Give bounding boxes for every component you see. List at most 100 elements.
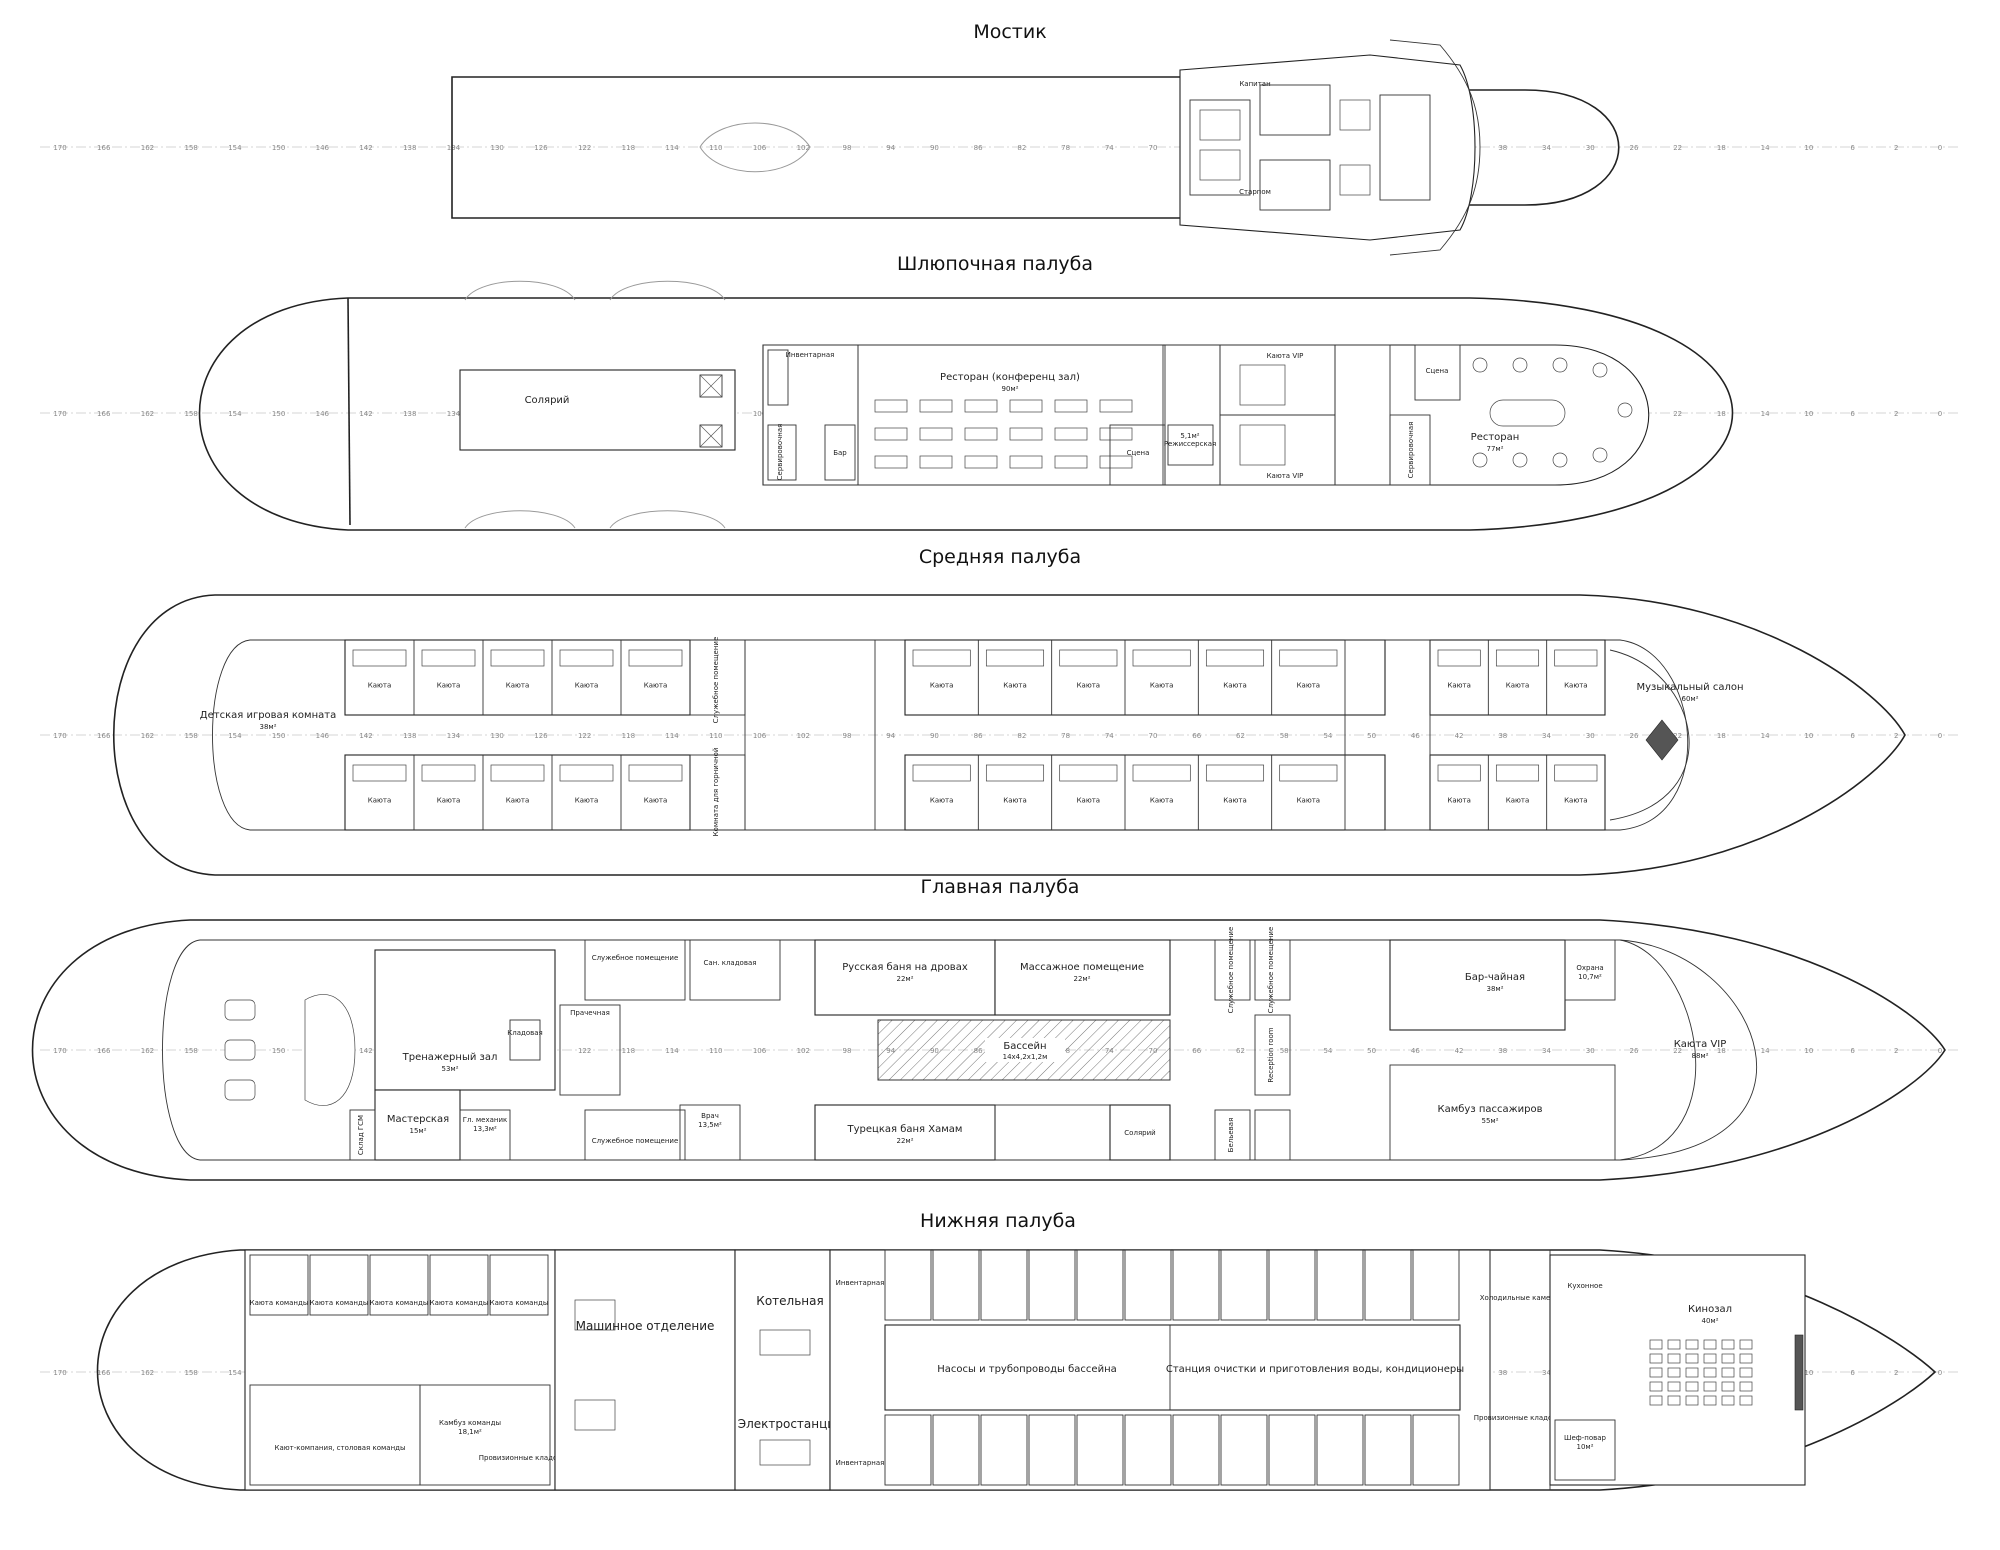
cabin-label: Каюта bbox=[1223, 682, 1247, 690]
frame-number: 0 bbox=[1938, 410, 1942, 418]
frame-number: 6 bbox=[1850, 732, 1855, 740]
label-serving: Сервировочная bbox=[776, 424, 784, 481]
cabin-label: Каюта bbox=[1506, 682, 1530, 690]
label-russian-bath-area: 22м² bbox=[897, 975, 914, 983]
cabin-bed bbox=[421, 764, 476, 782]
cinema-seat bbox=[1685, 1353, 1699, 1364]
label-solarium: Солярий bbox=[525, 395, 570, 406]
frame-number: 102 bbox=[797, 1047, 810, 1055]
lower-cabin bbox=[1076, 1414, 1124, 1486]
tender-2 bbox=[224, 1039, 256, 1061]
round-table bbox=[1592, 362, 1608, 378]
frame-number: 110 bbox=[709, 1047, 722, 1055]
label-inventory: Инвентарная bbox=[786, 351, 835, 359]
cabin-bed bbox=[628, 649, 683, 667]
frame-number: 142 bbox=[359, 1047, 372, 1055]
engine-room bbox=[554, 1249, 736, 1491]
label-crew-galley: Камбуз команды bbox=[439, 1419, 501, 1427]
cabin-bed bbox=[1554, 764, 1598, 782]
label-stage-fwd: Сцена bbox=[1426, 367, 1449, 375]
frame-number: 6 bbox=[1850, 410, 1855, 418]
frame-number: 158 bbox=[184, 410, 197, 418]
frame-number: 94 bbox=[886, 144, 895, 152]
label-engine-room: Машинное отделение bbox=[576, 1319, 715, 1333]
label-hammam: Турецкая баня Хамам bbox=[847, 1124, 963, 1135]
lower-cabin bbox=[980, 1414, 1028, 1486]
lower-cabin bbox=[1028, 1249, 1076, 1321]
cabin-bed bbox=[559, 649, 614, 667]
bridge-console bbox=[1189, 99, 1251, 196]
cabin-label: Каюта bbox=[1564, 797, 1588, 805]
frame-number: 114 bbox=[665, 732, 679, 740]
laundry bbox=[559, 1004, 621, 1096]
fwd-serving bbox=[1389, 414, 1431, 486]
frame-number: 0 bbox=[1938, 144, 1942, 152]
frame-number: 42 bbox=[1455, 1047, 1464, 1055]
frame-number: 118 bbox=[622, 144, 635, 152]
service-fwd-2 bbox=[1254, 939, 1291, 1001]
cabin-label: Каюта bbox=[368, 682, 392, 690]
frame-number: 150 bbox=[272, 732, 285, 740]
reception-room bbox=[1254, 1014, 1291, 1096]
frame-number: 146 bbox=[316, 732, 330, 740]
label-restaurant-area: 77м² bbox=[1487, 445, 1504, 453]
frame-number: 46 bbox=[1411, 1047, 1420, 1055]
frame-number: 102 bbox=[797, 144, 810, 152]
cinema-seat bbox=[1685, 1367, 1699, 1378]
frame-number: 30 bbox=[1586, 144, 1595, 152]
cinema-seat bbox=[1739, 1395, 1753, 1406]
table bbox=[964, 427, 998, 441]
cabin-bed bbox=[1205, 764, 1265, 782]
passenger-galley bbox=[1389, 1064, 1616, 1161]
frame-number: 166 bbox=[97, 410, 111, 418]
lower-cabin bbox=[1364, 1249, 1412, 1321]
mech-cabin bbox=[459, 1109, 511, 1161]
frame-number: 162 bbox=[141, 144, 154, 152]
frame-number: 158 bbox=[184, 732, 197, 740]
frame-number: 14 bbox=[1761, 1047, 1770, 1055]
conference-restaurant bbox=[857, 344, 1164, 486]
engine-1 bbox=[574, 1299, 616, 1331]
doctor-room bbox=[679, 1104, 741, 1161]
frame-number: 54 bbox=[1323, 732, 1332, 740]
cinema-seat bbox=[1703, 1339, 1717, 1350]
round-table bbox=[1552, 357, 1568, 373]
frame-number: 82 bbox=[1017, 732, 1026, 740]
frame-number: 90 bbox=[930, 732, 939, 740]
frame-number: 170 bbox=[53, 1047, 66, 1055]
lower-cabin bbox=[1316, 1249, 1364, 1321]
cinema-seat bbox=[1703, 1381, 1717, 1392]
cabin-bed bbox=[985, 764, 1045, 782]
frame-number: 6 bbox=[1850, 1369, 1855, 1377]
label-inventory-fwd: Инвентарная bbox=[836, 1459, 885, 1467]
label-hammam-area: 22м² bbox=[897, 1137, 914, 1145]
frame-number: 74 bbox=[1105, 732, 1114, 740]
chef-cabin bbox=[1554, 1419, 1616, 1481]
crew-cabin-label: Каюта команды bbox=[370, 1299, 429, 1307]
frame-number: 142 bbox=[359, 144, 372, 152]
lower-cabin bbox=[1316, 1414, 1364, 1486]
frame-number: 146 bbox=[316, 410, 330, 418]
crew-cabin bbox=[489, 1254, 549, 1316]
cinema-seat bbox=[1721, 1381, 1735, 1392]
tender-3 bbox=[224, 1079, 256, 1101]
label-chef-area: 10м² bbox=[1577, 1443, 1594, 1451]
cabin-bed bbox=[1437, 649, 1481, 667]
table bbox=[1054, 427, 1088, 441]
frame-number: 114 bbox=[665, 144, 679, 152]
frame-number: 170 bbox=[53, 410, 66, 418]
lower-cabin bbox=[1220, 1249, 1268, 1321]
lower-cabin bbox=[884, 1414, 932, 1486]
cinema-seat bbox=[1685, 1381, 1699, 1392]
wc-2 bbox=[1339, 164, 1371, 196]
conference-tables bbox=[874, 399, 1133, 469]
lower-cabin bbox=[1268, 1414, 1316, 1486]
frame-number: 2 bbox=[1894, 732, 1898, 740]
cinema-seat bbox=[1667, 1339, 1681, 1350]
aft-service-main bbox=[584, 939, 686, 1001]
table bbox=[1099, 427, 1133, 441]
frame-number: 70 bbox=[1149, 144, 1158, 152]
showers bbox=[994, 1104, 1111, 1161]
